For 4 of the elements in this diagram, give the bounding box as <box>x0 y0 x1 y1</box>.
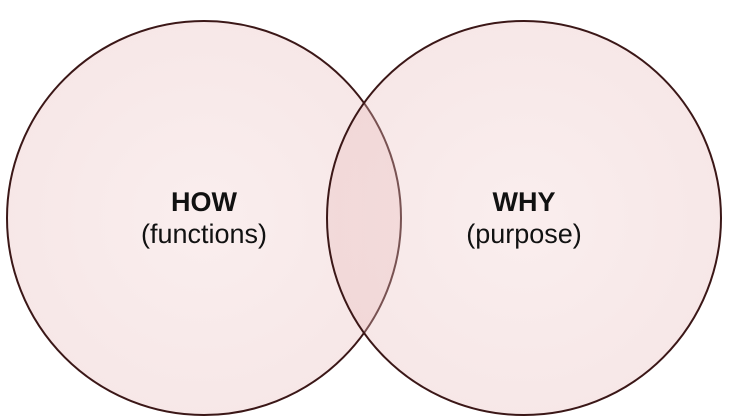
circle-heading: HOW <box>171 186 237 218</box>
circle-subtitle: (functions) <box>140 218 268 250</box>
circle-subtitle: (purpose) <box>466 218 582 250</box>
circle-heading: WHY <box>492 186 556 218</box>
